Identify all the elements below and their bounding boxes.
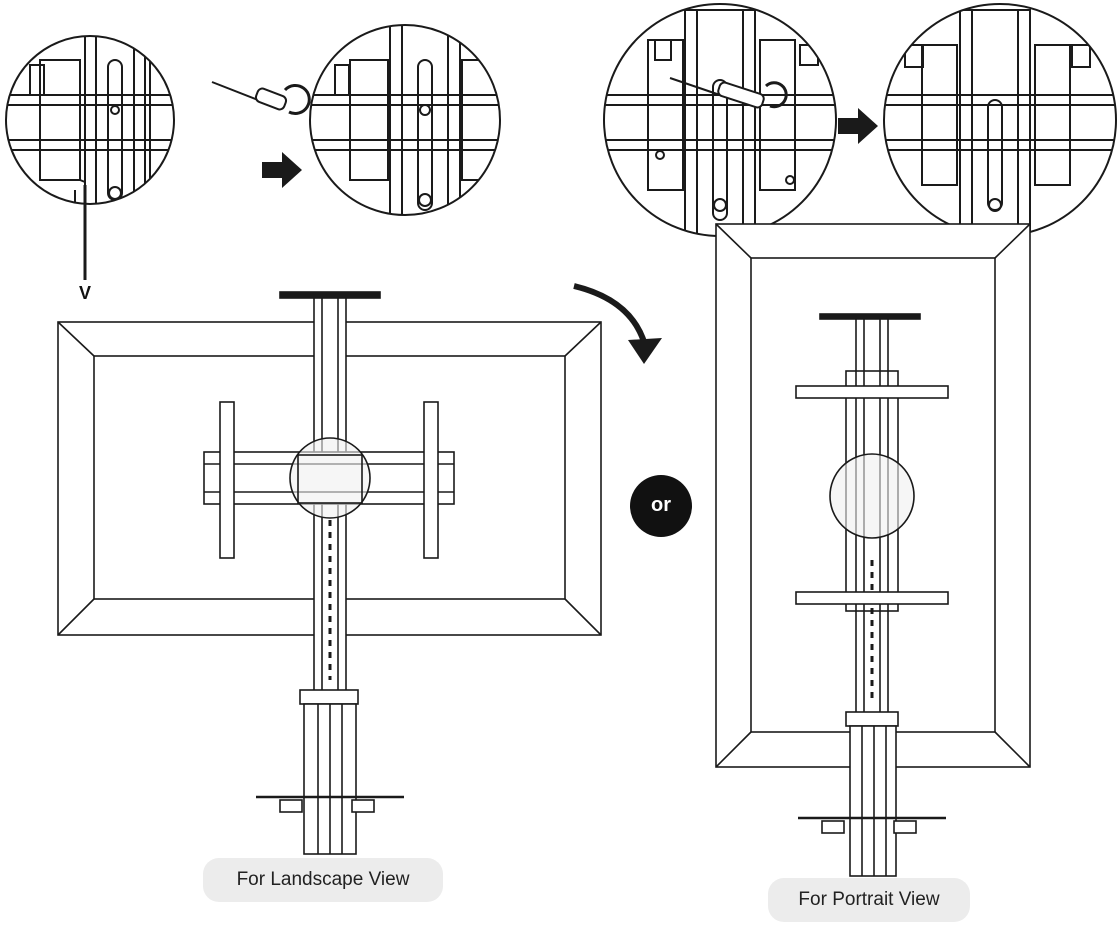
detail-circle-landscape-after xyxy=(309,24,501,216)
rotate-arrow-icon xyxy=(573,283,662,364)
screw-v-label: V xyxy=(79,283,92,303)
arrow-right-icon xyxy=(838,108,878,144)
landscape-tv-assembly xyxy=(57,291,602,855)
portrait-tv-assembly xyxy=(715,223,1031,877)
screwdriver-icon xyxy=(669,77,788,109)
detail-circle-portrait-after xyxy=(883,3,1117,237)
portrait-caption: For Portrait View xyxy=(768,878,970,922)
or-badge: or xyxy=(630,475,692,537)
arrow-right-icon xyxy=(262,152,302,188)
detail-circle-landscape-before xyxy=(5,35,175,280)
screwdriver-icon xyxy=(211,81,311,115)
landscape-caption: For Landscape View xyxy=(203,858,443,902)
detail-circle-portrait-before xyxy=(603,3,837,237)
